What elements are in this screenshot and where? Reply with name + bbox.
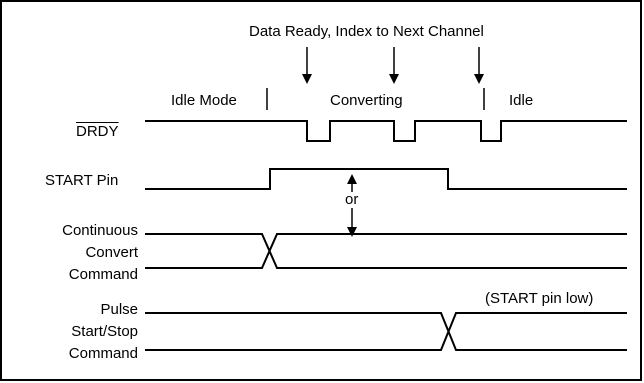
signal-continuous-line2: Convert [85,244,138,261]
phase-converting: Converting [330,92,403,109]
signal-pulse-line3: Command [68,345,138,362]
or-arrow-down [347,227,357,237]
signal-continuous-line1: Continuous [62,222,138,239]
header-title: Data Ready, Index to Next Channel [249,23,484,40]
phase-idle: Idle [509,92,534,109]
drdy-waveform [145,120,627,142]
phase-idle-mode: Idle Mode [171,92,237,109]
or-label: or [345,191,359,208]
pulse-start-stop-bus [145,312,627,351]
signal-drdy: DRDY [76,123,119,140]
or-arrow-up [347,174,357,184]
signal-start-pin: START Pin [45,172,119,189]
start-pin-low-note: (START pin low) [485,290,594,307]
signal-pulse-line2: Start/Stop [71,323,138,340]
signal-continuous-line3: Command [68,266,138,283]
continuous-convert-bus [145,233,627,269]
start-pin-waveform [145,168,627,190]
signal-pulse-line1: Pulse [100,301,138,318]
